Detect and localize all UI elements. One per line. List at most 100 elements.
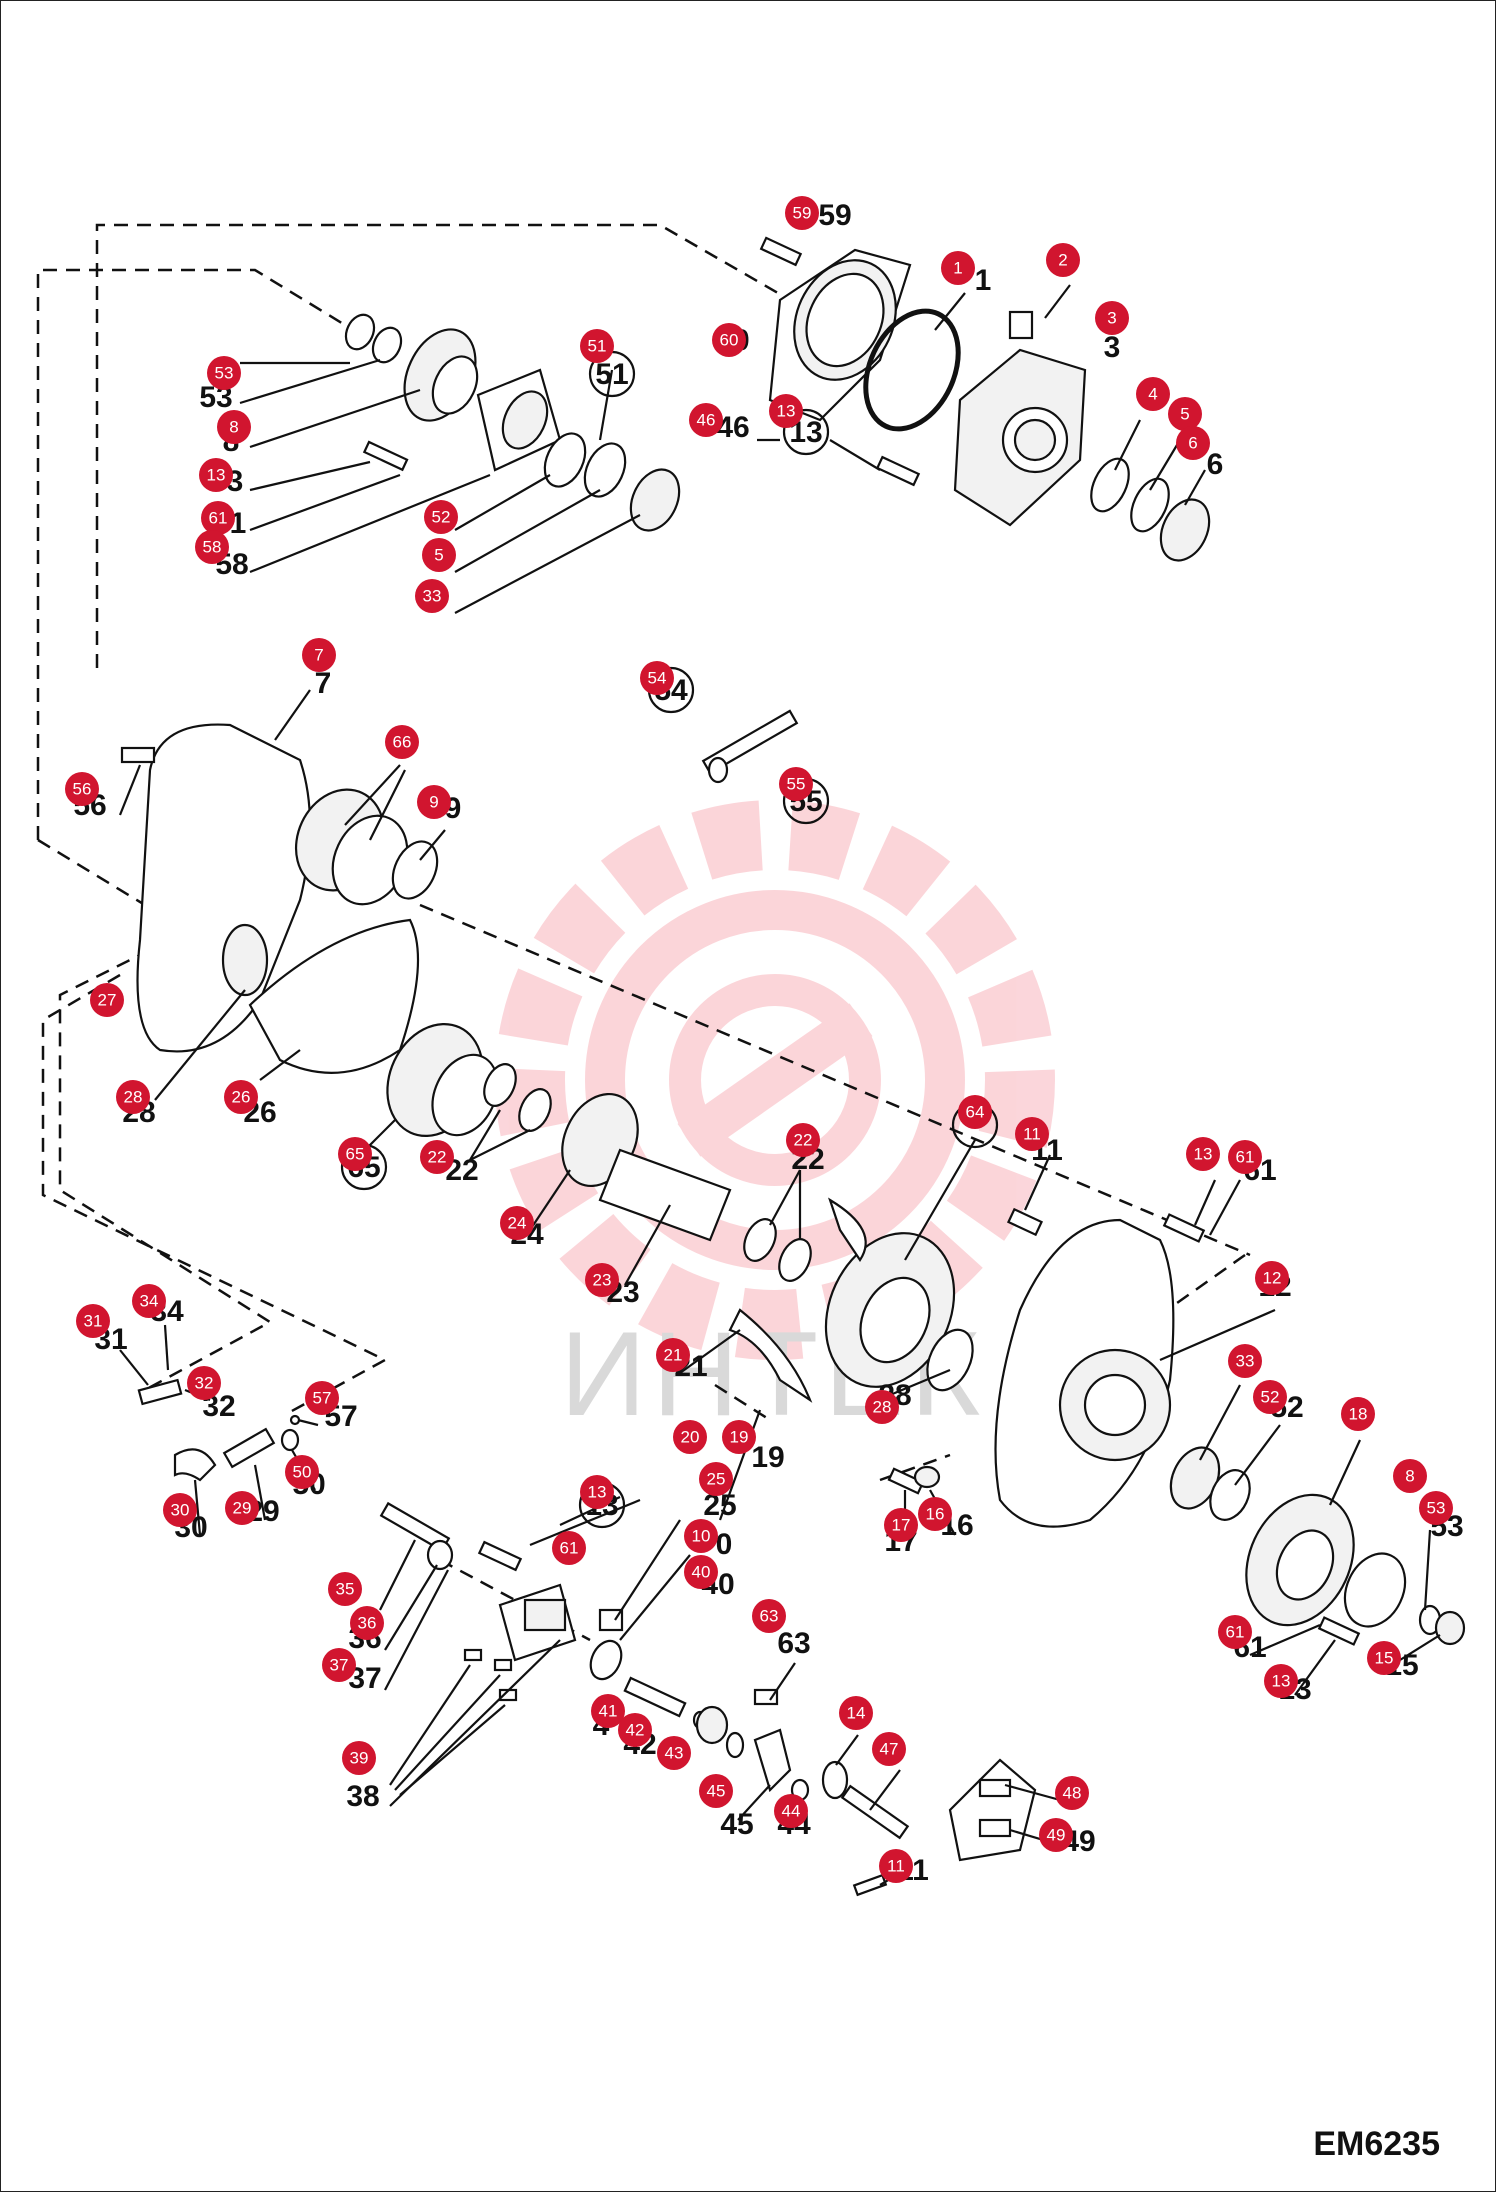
callout-badge[interactable]: 16 bbox=[918, 1497, 952, 1531]
callout-badge[interactable]: 15 bbox=[1367, 1641, 1401, 1675]
callout-badge[interactable]: 25 bbox=[699, 1462, 733, 1496]
callout-badge[interactable]: 57 bbox=[305, 1381, 339, 1415]
callout-badge[interactable]: 50 bbox=[285, 1455, 319, 1489]
callout-badge[interactable]: 37 bbox=[322, 1648, 356, 1682]
callout-badge[interactable]: 14 bbox=[839, 1696, 873, 1730]
callout-badge[interactable]: 8 bbox=[1393, 1459, 1427, 1493]
callout-badge[interactable]: 64 bbox=[958, 1095, 992, 1129]
callout-badge[interactable]: 65 bbox=[338, 1137, 372, 1171]
callout-badge[interactable]: 26 bbox=[224, 1080, 258, 1114]
callout-badge[interactable]: 53 bbox=[1419, 1491, 1453, 1525]
callout-badge[interactable]: 30 bbox=[163, 1493, 197, 1527]
callout-badge[interactable]: 40 bbox=[684, 1555, 718, 1589]
callout-badge[interactable]: 7 bbox=[302, 638, 336, 672]
callout-badge[interactable]: 11 bbox=[1015, 1117, 1049, 1151]
callout-badge[interactable]: 61 bbox=[552, 1531, 586, 1565]
top-left-assembly bbox=[239, 313, 681, 614]
callout-badge[interactable]: 48 bbox=[1055, 1776, 1089, 1810]
callout-badge[interactable]: 52 bbox=[1253, 1380, 1287, 1414]
callout-badge[interactable]: 5 bbox=[1168, 397, 1202, 431]
callout-badge[interactable]: 60 bbox=[712, 323, 746, 357]
callout-badge[interactable]: 43 bbox=[657, 1736, 691, 1770]
callout-badge[interactable]: 58 bbox=[195, 530, 229, 564]
callout-badge-number: 53 bbox=[1427, 1499, 1446, 1518]
callout-badge[interactable]: 21 bbox=[656, 1338, 690, 1372]
callout-badge-circle bbox=[712, 323, 746, 357]
callout-badge[interactable]: 44 bbox=[774, 1794, 808, 1828]
callout-badge-number: 60 bbox=[720, 331, 739, 350]
callout-badge[interactable]: 46 bbox=[689, 403, 723, 437]
callout-badge-number: 36 bbox=[358, 1614, 377, 1633]
callout-badge[interactable]: 54 bbox=[640, 661, 674, 695]
callout-badge-circle bbox=[302, 638, 336, 672]
callout-badge-circle bbox=[699, 1774, 733, 1808]
callout-badge[interactable]: 5 bbox=[422, 538, 456, 572]
callout-badge[interactable]: 66 bbox=[385, 725, 419, 759]
callout-badge[interactable]: 13 bbox=[1264, 1664, 1298, 1698]
callout-badge[interactable]: 56 bbox=[65, 772, 99, 806]
callout-badge[interactable]: 63 bbox=[752, 1599, 786, 1633]
callout-badge[interactable]: 20 bbox=[673, 1420, 707, 1454]
callout-badge[interactable]: 13 bbox=[1186, 1137, 1220, 1171]
callout-badge[interactable]: 19 bbox=[722, 1420, 756, 1454]
watermark-gear-logo bbox=[495, 800, 1055, 1360]
callout-badge[interactable]: 61 bbox=[1218, 1615, 1252, 1649]
callout-badge[interactable]: 12 bbox=[1255, 1261, 1289, 1295]
part-number-label: 1 bbox=[975, 264, 992, 297]
callout-badge[interactable]: 6 bbox=[1176, 426, 1210, 460]
callout-badge[interactable]: 51 bbox=[580, 329, 614, 363]
callout-badge[interactable]: 13 bbox=[199, 458, 233, 492]
callout-badge[interactable]: 13 bbox=[580, 1475, 614, 1509]
callout-badge-number: 23 bbox=[593, 1271, 612, 1290]
callout-badge-number: 65 bbox=[346, 1145, 365, 1164]
callout-badge[interactable]: 22 bbox=[420, 1140, 454, 1174]
callout-badge[interactable]: 52 bbox=[424, 500, 458, 534]
callout-badge[interactable]: 29 bbox=[225, 1491, 259, 1525]
callout-badge-circle bbox=[1046, 243, 1080, 277]
callout-badge-number: 11 bbox=[887, 1857, 905, 1876]
callout-badge[interactable]: 61 bbox=[201, 501, 235, 535]
callout-badge-number: 13 bbox=[207, 466, 226, 485]
callout-badge[interactable]: 39 bbox=[342, 1741, 376, 1775]
callout-badge[interactable]: 53 bbox=[207, 356, 241, 390]
callout-badge[interactable]: 36 bbox=[350, 1606, 384, 1640]
callout-badge[interactable]: 32 bbox=[187, 1366, 221, 1400]
callout-badge-number: 28 bbox=[124, 1088, 143, 1107]
callout-badge[interactable]: 8 bbox=[217, 410, 251, 444]
callout-badge[interactable]: 23 bbox=[585, 1263, 619, 1297]
callout-badge[interactable]: 4 bbox=[1136, 377, 1170, 411]
callout-badge[interactable]: 22 bbox=[786, 1123, 820, 1157]
callout-badge-circle bbox=[420, 1140, 454, 1174]
callout-badge[interactable]: 10 bbox=[684, 1519, 718, 1553]
callout-badge[interactable]: 41 bbox=[591, 1694, 625, 1728]
callout-badge[interactable]: 55 bbox=[779, 767, 813, 801]
callout-badge[interactable]: 11 bbox=[879, 1849, 913, 1883]
callout-badge[interactable]: 33 bbox=[415, 579, 449, 613]
callout-badge[interactable]: 1 bbox=[941, 251, 975, 285]
callout-badge[interactable]: 45 bbox=[699, 1774, 733, 1808]
callout-badge[interactable]: 27 bbox=[90, 983, 124, 1017]
callout-badge[interactable]: 35 bbox=[328, 1572, 362, 1606]
callout-badge[interactable]: 2 bbox=[1046, 243, 1080, 277]
callout-badge[interactable]: 13 bbox=[769, 394, 803, 428]
callout-badge-number: 34 bbox=[140, 1292, 159, 1311]
callout-badge[interactable]: 31 bbox=[76, 1304, 110, 1338]
callout-badge[interactable]: 18 bbox=[1341, 1397, 1375, 1431]
part-number-label: 63 bbox=[777, 1627, 810, 1660]
callout-badge[interactable]: 24 bbox=[500, 1206, 534, 1240]
callout-badge-circle bbox=[1168, 397, 1202, 431]
callout-badge[interactable]: 47 bbox=[872, 1732, 906, 1766]
callout-badge[interactable]: 9 bbox=[417, 785, 451, 819]
lower-valve-assembly bbox=[379, 1409, 1061, 1897]
callout-badge[interactable]: 28 bbox=[865, 1390, 899, 1424]
callout-badge[interactable]: 49 bbox=[1039, 1818, 1073, 1852]
callout-badge[interactable]: 17 bbox=[884, 1508, 918, 1542]
callout-badge[interactable]: 3 bbox=[1095, 301, 1129, 335]
callout-badge-number: 2 bbox=[1058, 251, 1067, 270]
callout-badge[interactable]: 33 bbox=[1228, 1344, 1262, 1378]
callout-badge[interactable]: 34 bbox=[132, 1284, 166, 1318]
callout-badge[interactable]: 59 bbox=[785, 196, 819, 230]
callout-badge[interactable]: 61 bbox=[1228, 1140, 1262, 1174]
callout-badge[interactable]: 28 bbox=[116, 1080, 150, 1114]
callout-badge[interactable]: 42 bbox=[618, 1713, 652, 1747]
